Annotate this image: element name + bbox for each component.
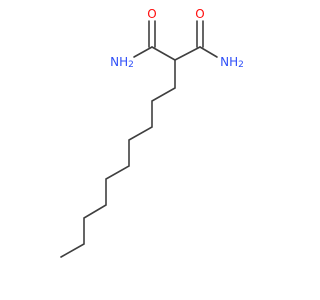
amine-label-right-symbol: NH xyxy=(220,55,238,69)
structural-formula: O O NH2 NH2 xyxy=(60,7,244,258)
bond-amide-left-cn xyxy=(133,46,153,58)
bond-amide-right-cn xyxy=(199,46,218,58)
bond-alpha-left xyxy=(151,46,176,61)
oxygen-label-right: O xyxy=(195,7,204,21)
amine-label-right-subscript: 2 xyxy=(238,60,244,70)
oxygen-label-left: O xyxy=(147,7,156,21)
amine-label-left-symbol: NH xyxy=(110,55,128,69)
bond-alkyl-chain xyxy=(60,59,176,258)
bond-alpha-right xyxy=(174,46,201,61)
amine-label-left: NH2 xyxy=(110,55,134,70)
amine-label-right: NH2 xyxy=(220,55,244,70)
amine-label-left-subscript: 2 xyxy=(128,60,134,70)
